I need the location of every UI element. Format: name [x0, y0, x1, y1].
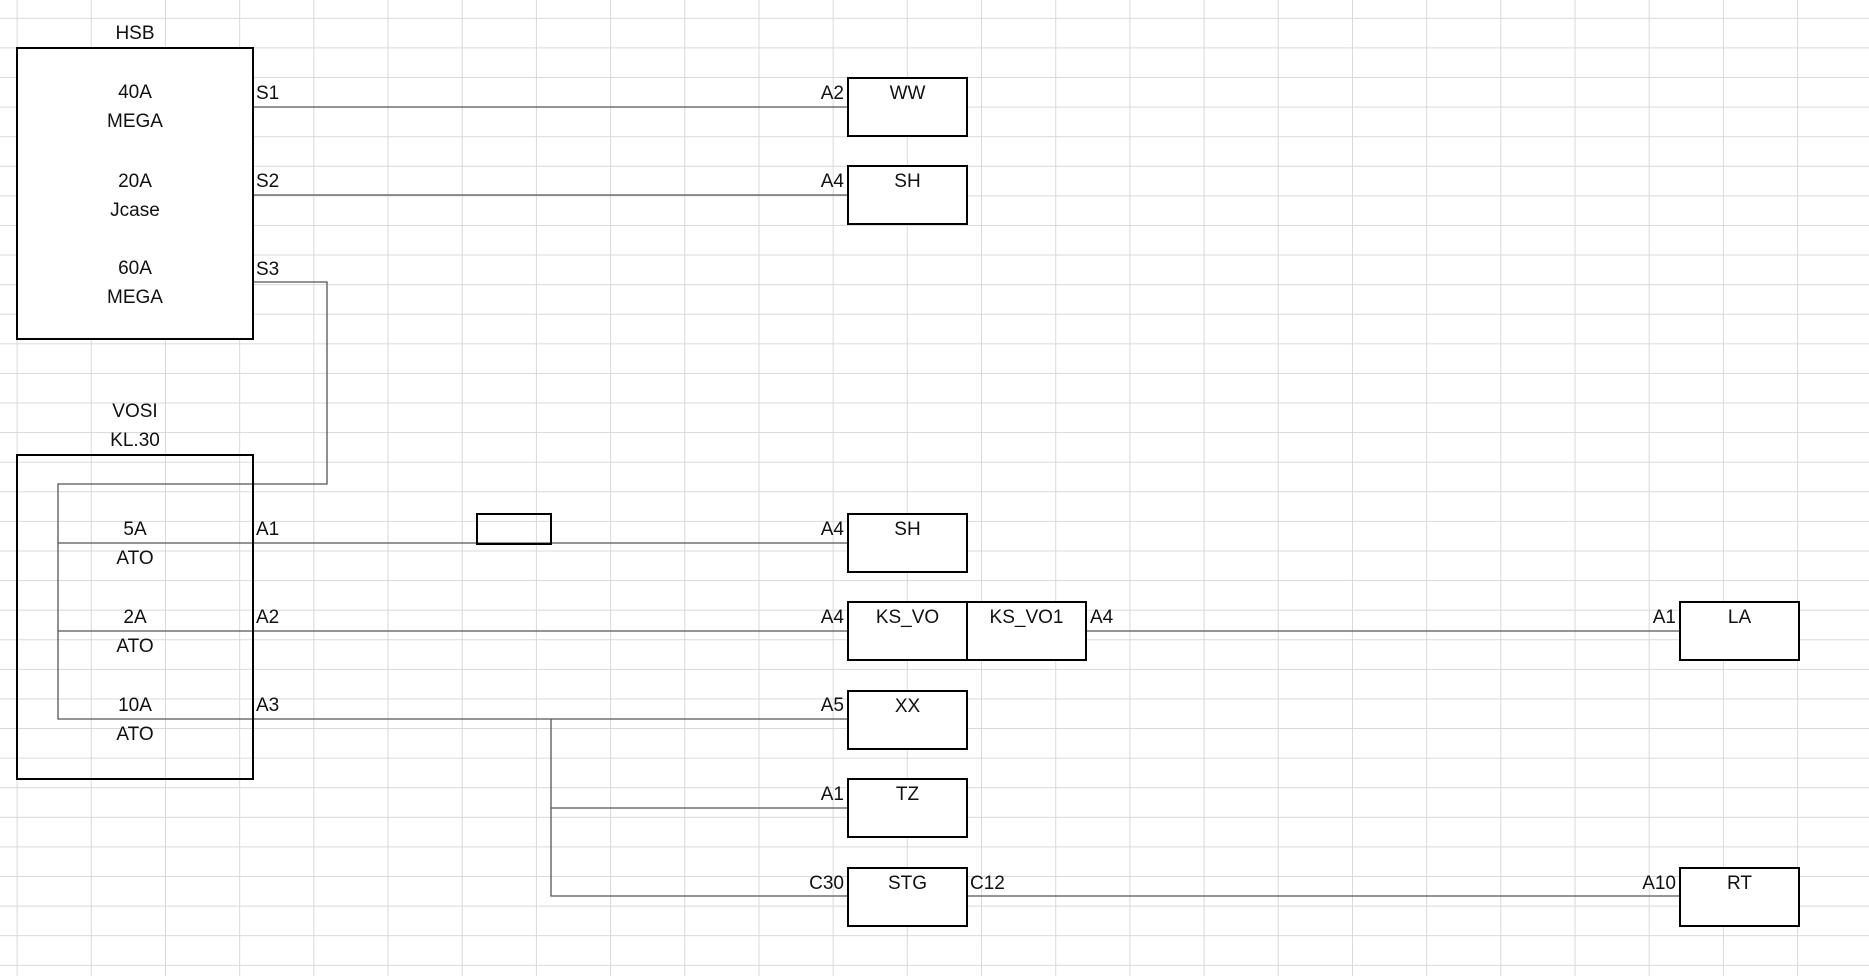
vosi-subtitle: KL.30	[110, 430, 160, 451]
pin-label: A3	[256, 695, 280, 716]
pin-label: A10	[1642, 873, 1676, 894]
module-sh-2[interactable]: SH	[847, 513, 968, 573]
vosi-title: VOSI	[112, 401, 158, 422]
module-sh[interactable]: SH	[847, 165, 968, 225]
hsb-fuse-rating: 60A	[118, 258, 152, 279]
vosi-fuse-box[interactable]	[16, 454, 254, 780]
pin-label: A4	[820, 519, 844, 540]
module-ks-vo1[interactable]: KS_VO1	[966, 601, 1087, 661]
module-ww[interactable]: WW	[847, 77, 968, 137]
pin-label: A4	[1090, 607, 1114, 628]
module-name: TZ	[895, 784, 920, 805]
vosi-fuse-rating: 5A	[123, 519, 147, 540]
module-name: KS_VO	[875, 607, 940, 628]
vosi-fuse-type: ATO	[116, 636, 154, 657]
module-name: RT	[1727, 873, 1752, 894]
hsb-fuse-box[interactable]	[16, 47, 254, 340]
wire-s3-vosi	[57, 281, 328, 720]
pin-label: A1	[1652, 607, 1676, 628]
pin-label: S2	[256, 171, 280, 192]
hsb-fuse-rating: 40A	[118, 82, 152, 103]
hsb-fuse-rating: 20A	[118, 171, 152, 192]
pin-label: C12	[970, 873, 1005, 894]
module-rt[interactable]: RT	[1679, 867, 1800, 927]
vosi-fuse-type: ATO	[116, 548, 154, 569]
hsb-title: HSB	[115, 23, 155, 44]
pin-label: A1	[820, 784, 844, 805]
module-ks-vo[interactable]: KS_VO	[847, 601, 968, 661]
vosi-fuse-rating: 10A	[118, 695, 152, 716]
module-la[interactable]: LA	[1679, 601, 1800, 661]
vosi-fuse-rating: 2A	[123, 607, 147, 628]
pin-label: C30	[809, 873, 844, 894]
module-name: KS_VO1	[989, 607, 1064, 628]
module-name: LA	[1727, 607, 1752, 628]
pin-label: A2	[820, 83, 844, 104]
wire-branch-tz-stg	[550, 719, 847, 897]
module-xx[interactable]: XX	[847, 690, 968, 750]
module-name: SH	[894, 519, 921, 540]
inline-component-box[interactable]	[476, 513, 552, 545]
hsb-fuse-type: MEGA	[107, 287, 163, 308]
pin-label: A2	[256, 607, 280, 628]
module-name: WW	[889, 83, 926, 104]
pin-label: A1	[256, 519, 280, 540]
pin-label: A4	[820, 171, 844, 192]
module-stg[interactable]: STG	[847, 867, 968, 927]
hsb-fuse-type: MEGA	[107, 111, 163, 132]
vosi-fuse-type: ATO	[116, 724, 154, 745]
module-name: STG	[887, 873, 928, 894]
pin-label: A4	[820, 607, 844, 628]
pin-label: S1	[256, 83, 280, 104]
module-name: SH	[894, 171, 921, 192]
pin-label: A5	[820, 695, 844, 716]
pin-label: S3	[256, 259, 280, 280]
module-tz[interactable]: TZ	[847, 778, 968, 838]
hsb-fuse-type: Jcase	[110, 200, 160, 221]
module-name: XX	[894, 696, 921, 717]
